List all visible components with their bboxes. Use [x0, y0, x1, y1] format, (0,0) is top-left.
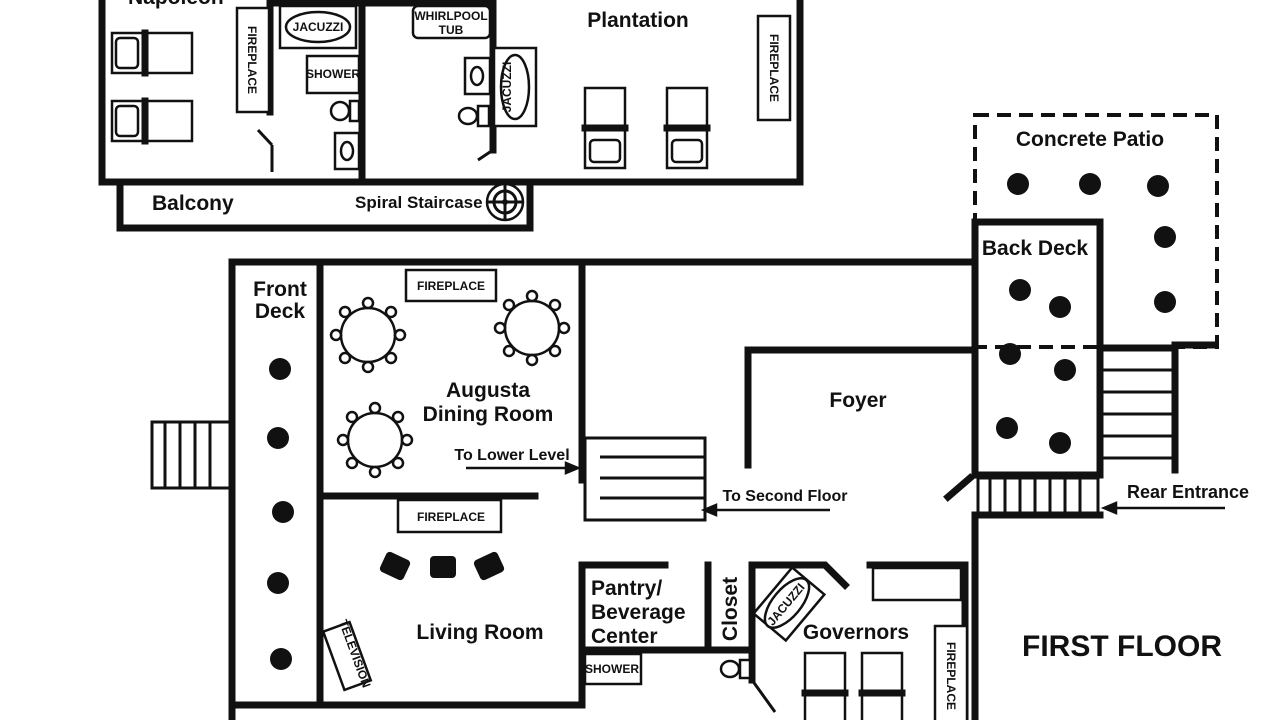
shower-napoleon: [305, 54, 361, 95]
room-living-room: Living Room: [416, 621, 543, 644]
fireplace-label: FIREPLACE: [417, 510, 485, 524]
television: [321, 620, 373, 692]
room-augusta: Dining Room: [423, 403, 554, 426]
patio-tables: [267, 173, 1176, 670]
rear-entrance-label: Rear Entrance: [1127, 482, 1249, 502]
room-pantry: Beverage: [591, 601, 686, 624]
room-pantry: Center: [591, 625, 658, 648]
room-back-deck: Back Deck: [982, 237, 1089, 260]
fireplace-label: FIREPLACE: [245, 26, 259, 94]
jacuzzi-label: JACUZZI: [500, 62, 514, 113]
shower-governors: [583, 652, 643, 686]
whirlpool-label: TUB: [439, 23, 464, 37]
jacuzzi-label: JACUZZI: [293, 20, 344, 34]
to-lower-level-label: To Lower Level: [454, 447, 569, 464]
room-foyer: Foyer: [829, 389, 886, 412]
room-concrete-patio: Concrete Patio: [1016, 128, 1164, 151]
fireplace-dining: [404, 268, 498, 303]
concrete-patio-outline: [973, 113, 1219, 349]
shower-label: SHOWER: [306, 67, 360, 81]
fireplace-living: [396, 498, 503, 534]
stairs: [150, 346, 1177, 522]
room-balcony: Balcony: [152, 192, 234, 215]
fireplace-plantation: [756, 14, 792, 122]
fireplace-label: FIREPLACE: [417, 279, 485, 293]
whirlpool-tub: [411, 4, 492, 40]
arrows: [466, 461, 1225, 517]
room-closet: Closet: [719, 577, 742, 641]
beds-plantation: [581, 86, 711, 170]
spiral-staircase-label: Spiral Staircase: [355, 193, 483, 212]
fireplace-governors: [933, 624, 969, 720]
dining-tables: [329, 289, 571, 479]
room-governors: Governors: [803, 621, 909, 644]
bed-governors: [860, 651, 904, 720]
fireplace-napoleon: [235, 6, 271, 114]
sofa: [871, 566, 963, 602]
beds-napoleon: [110, 29, 194, 145]
bed-governors: [803, 651, 847, 720]
to-second-floor-label: To Second Floor: [722, 488, 847, 505]
living-room-chairs: [379, 551, 505, 581]
room-napoleon: Napoleon: [128, 0, 224, 9]
fireplace-label: FIREPLACE: [944, 642, 958, 710]
room-front-deck: Deck: [255, 300, 306, 323]
upper-walls: [98, 0, 804, 232]
fireplace-label: FIREPLACE: [767, 34, 781, 102]
room-plantation: Plantation: [587, 9, 689, 32]
whirlpool-label: WHIRLPOOL: [414, 9, 487, 23]
room-front-deck: Front: [253, 278, 307, 301]
shower-label: SHOWER: [585, 662, 639, 676]
room-augusta: Augusta: [446, 379, 530, 402]
room-pantry: Pantry/: [591, 577, 662, 600]
floor-title: FIRST FLOOR: [1022, 630, 1222, 663]
